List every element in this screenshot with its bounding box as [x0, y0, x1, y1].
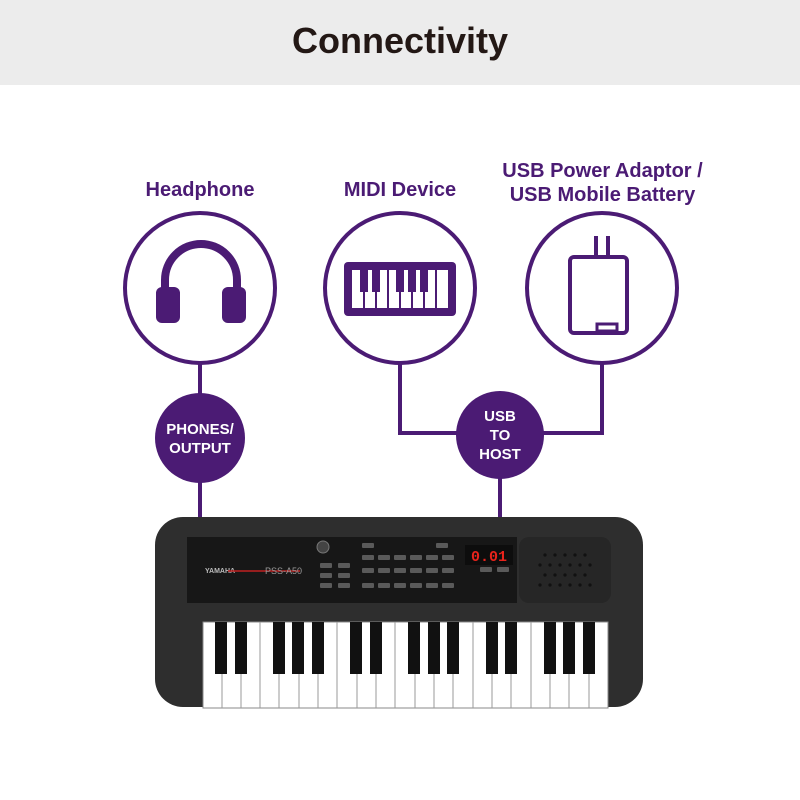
piano-keys — [202, 621, 609, 709]
speaker-holes — [538, 553, 592, 587]
keyboard-instrument: YAMAHA PSS-A50 0.01 — [155, 517, 643, 709]
control-buttons — [320, 543, 509, 588]
control-panel — [187, 537, 517, 603]
page-title: Connectivity — [291, 20, 509, 61]
usb-to-host-badge — [456, 391, 544, 479]
speaker-grille — [519, 537, 611, 603]
headphone-icon — [156, 240, 246, 323]
usb-to-host-label-line1: USB — [484, 408, 516, 425]
brand-logo: YAMAHA — [205, 568, 235, 575]
usb-power-connector-line — [542, 363, 604, 435]
usb-to-host-label-line2: TO — [489, 427, 511, 444]
usb-power-label-line2: USB Mobile Battery — [509, 184, 696, 206]
led-display — [465, 545, 513, 565]
led-display-value: 0.01 — [471, 549, 507, 566]
white-keys — [202, 621, 609, 709]
headphone-label: Headphone — [145, 179, 255, 201]
headphone-circle — [123, 211, 277, 365]
usb-to-host-label-line3: HOST — [479, 446, 521, 463]
usb-power-label-line1: USB Power Adaptor / — [502, 160, 703, 182]
power-button — [316, 540, 330, 554]
model-name: PSS-A50 — [265, 566, 302, 576]
phones-output-label-line2: OUTPUT — [169, 440, 231, 457]
connection-lines — [198, 363, 604, 522]
midi-keyboard-icon — [344, 262, 456, 316]
usb-power-adaptor-icon — [568, 236, 629, 335]
phones-output-label-line1: PHONES/ — [166, 421, 234, 438]
usb-power-circle — [525, 211, 679, 365]
midi-device-label: MIDI Device — [343, 179, 457, 201]
phones-output-badge — [155, 393, 245, 483]
black-keys — [215, 622, 595, 674]
midi-connector-line — [398, 363, 458, 435]
header-bar: Connectivity — [0, 0, 800, 85]
